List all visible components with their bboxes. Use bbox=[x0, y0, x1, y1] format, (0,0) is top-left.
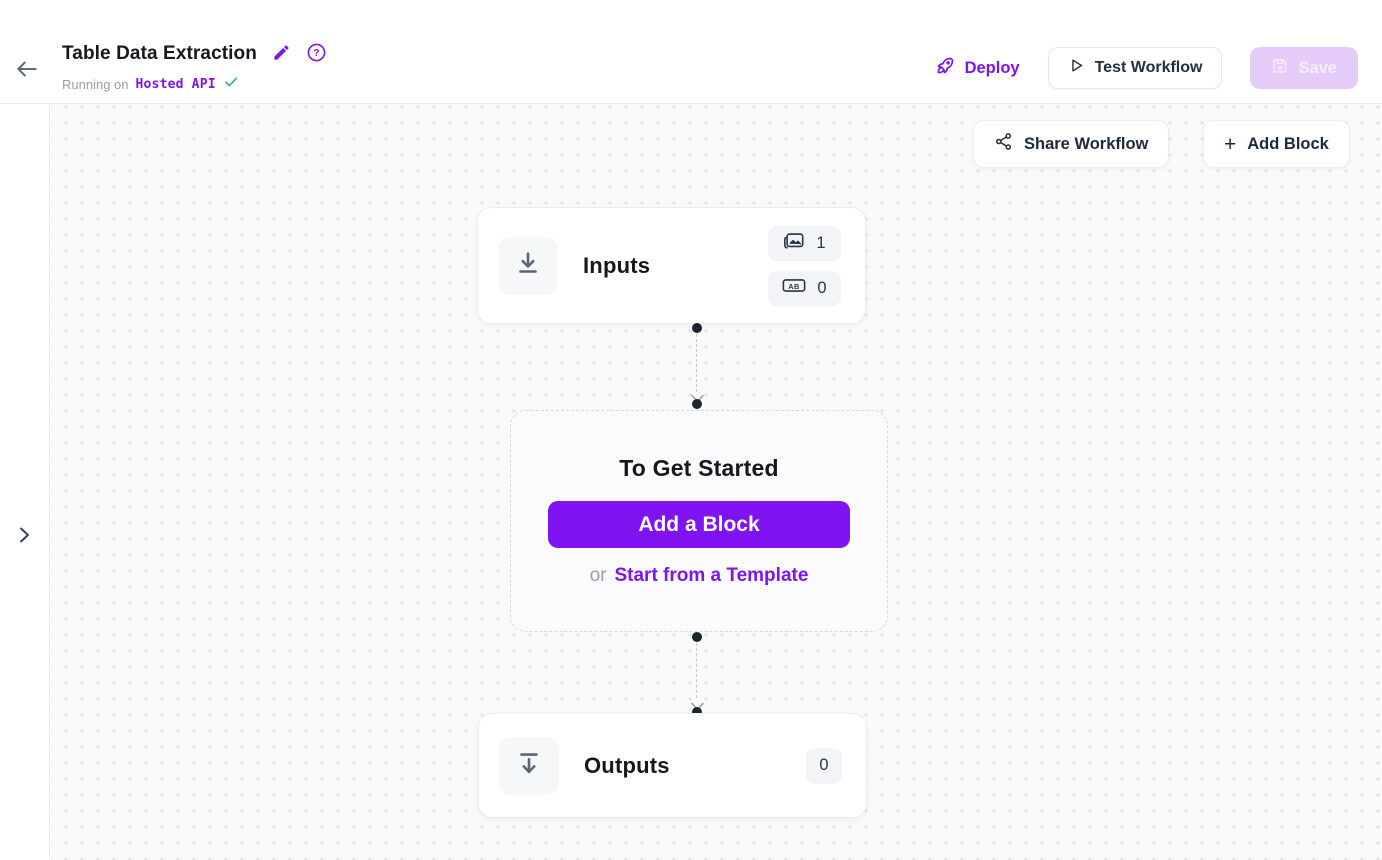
chevron-right-icon bbox=[12, 527, 36, 550]
connector-edge bbox=[696, 334, 697, 392]
left-sidebar-collapsed bbox=[0, 104, 50, 860]
add-a-block-button[interactable]: Add a Block bbox=[548, 501, 850, 548]
outputs-iconbox bbox=[499, 736, 559, 795]
get-started-title: To Get Started bbox=[619, 455, 779, 481]
play-icon bbox=[1068, 57, 1085, 79]
help-glyph: ? bbox=[313, 48, 319, 59]
start-from-template-link[interactable]: Start from a Template bbox=[614, 565, 809, 586]
outputs-node[interactable]: Outputs 0 bbox=[478, 713, 867, 818]
connector-handle[interactable] bbox=[692, 707, 702, 717]
runtime-label: Hosted API bbox=[135, 77, 216, 92]
check-icon bbox=[223, 74, 239, 95]
or-text: or bbox=[589, 565, 607, 586]
help-circle-icon: ? bbox=[306, 42, 327, 66]
top-header: Table Data Extraction ? Running on Hoste… bbox=[0, 0, 1382, 104]
edit-title-button[interactable] bbox=[272, 43, 291, 65]
save-floppy-icon bbox=[1271, 57, 1289, 80]
share-workflow-label: Share Workflow bbox=[1024, 134, 1149, 153]
help-button[interactable]: ? bbox=[306, 42, 327, 66]
text-input-icon: AB bbox=[782, 276, 806, 300]
inputs-iconbox bbox=[498, 236, 558, 295]
connector-handle[interactable] bbox=[692, 399, 702, 409]
deploy-label: Deploy bbox=[964, 58, 1020, 77]
parameter-count-value: 0 bbox=[817, 278, 827, 297]
running-on-label: Running on bbox=[62, 77, 129, 92]
outputs-node-title: Outputs bbox=[584, 752, 670, 778]
rocket-icon bbox=[935, 55, 956, 81]
get-started-card: To Get Started Add a Block or Start from… bbox=[510, 410, 888, 632]
image-count-badge: 1 bbox=[768, 225, 841, 261]
output-arrow-icon bbox=[514, 748, 544, 783]
image-count-value: 1 bbox=[816, 233, 826, 252]
test-workflow-button[interactable]: Test Workflow bbox=[1047, 47, 1223, 89]
arrow-left-icon bbox=[14, 61, 40, 85]
header-actions: Deploy Test Workflow Save bbox=[935, 47, 1358, 89]
back-button[interactable] bbox=[14, 56, 40, 82]
add-block-label: Add Block bbox=[1247, 134, 1329, 153]
workflow-title-group: Table Data Extraction ? Running on Hoste… bbox=[62, 42, 327, 95]
share-nodes-icon bbox=[994, 132, 1013, 156]
image-icon bbox=[783, 231, 805, 255]
inputs-badges: 1 AB 0 bbox=[768, 225, 841, 306]
connector-handle[interactable] bbox=[692, 632, 702, 642]
sidebar-expand-button[interactable] bbox=[10, 522, 38, 550]
plus-icon: + bbox=[1224, 132, 1237, 156]
page-title: Table Data Extraction bbox=[62, 43, 257, 64]
output-count-value: 0 bbox=[819, 756, 829, 774]
inputs-node[interactable]: Inputs 1 AB 0 bbox=[477, 207, 866, 324]
save-button[interactable]: Save bbox=[1250, 47, 1358, 89]
save-label: Save bbox=[1298, 58, 1337, 77]
download-tray-icon bbox=[513, 248, 543, 283]
share-workflow-button[interactable]: Share Workflow bbox=[973, 120, 1170, 168]
ab-glyph: AB bbox=[789, 282, 801, 291]
connector-edge bbox=[696, 643, 697, 698]
output-count-badge: 0 bbox=[806, 747, 842, 784]
deploy-button[interactable]: Deploy bbox=[935, 55, 1020, 81]
outputs-badges: 0 bbox=[806, 747, 842, 784]
add-block-toolbar-button[interactable]: + Add Block bbox=[1203, 120, 1350, 168]
pencil-icon bbox=[272, 43, 291, 65]
test-workflow-label: Test Workflow bbox=[1094, 59, 1203, 76]
connector-handle[interactable] bbox=[692, 323, 702, 333]
inputs-node-title: Inputs bbox=[583, 252, 651, 278]
workflow-canvas[interactable]: Share Workflow + Add Block Inputs 1 AB bbox=[51, 104, 1382, 860]
parameter-count-badge: AB 0 bbox=[768, 270, 841, 306]
